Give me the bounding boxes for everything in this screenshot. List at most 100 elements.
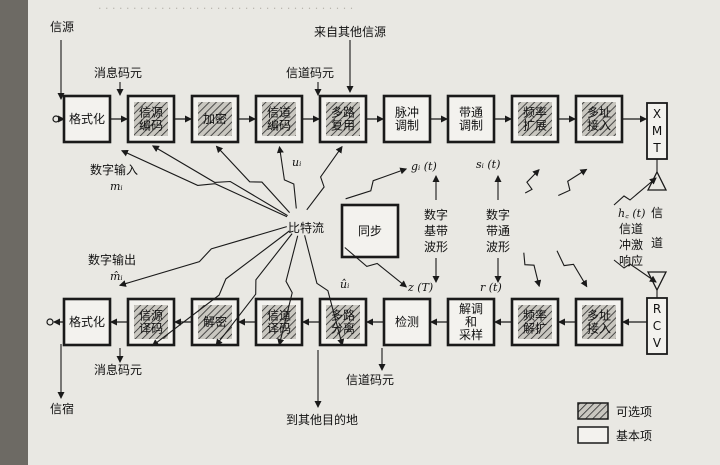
tx-block-multiplex-label: 多路: [331, 105, 355, 120]
rx-block-decrypt: 解密: [190, 297, 240, 347]
other-sources-label: 来自其他信源: [314, 25, 386, 39]
rx-block-channel-decode-label: 信道: [267, 309, 291, 323]
bitstream-arrow: [523, 252, 542, 288]
rx-block-format-label: 格式化: [69, 314, 105, 329]
si-label: sᵢ (t): [476, 158, 500, 171]
bandpass-text-line: 数字: [486, 207, 510, 222]
xmt-letters-line: X: [653, 107, 661, 121]
xmt-letters-line: M: [652, 124, 662, 138]
legend-basic-label: 基本项: [616, 429, 652, 443]
to-other-destinations-label: 到其他目的地: [286, 412, 358, 427]
rx-channel-symbols-label: 信道码元: [346, 373, 394, 387]
r-label: r (t): [480, 281, 502, 294]
rx-block-detect-label: 检测: [395, 314, 419, 329]
chresp-text-line: 信道: [619, 222, 643, 236]
rx-block-freq-despread-label: 频率: [523, 308, 547, 323]
bitstream-arrow: [345, 167, 408, 200]
bandpass-text-line: 带通: [486, 224, 510, 238]
rcv-letters-line: V: [653, 336, 662, 350]
rx-block-demodulate-sample-label: 和: [465, 315, 477, 329]
tx-block-bandpass-modulate-label: 带通: [459, 106, 483, 120]
bitstream-arrow: [215, 233, 293, 347]
tx-channel-symbols-label: 信道码元: [286, 66, 334, 80]
rx-block-detect: 检测: [382, 297, 432, 347]
block-diagram: · · · · · · · · · · · · · · · · · · · · …: [46, 2, 668, 444]
transmit-chain: 信源 消息码元 来自其他信源 信道码元 数字输入 mᵢ uᵢ gᵢ (t) sᵢ…: [50, 20, 668, 193]
digital-input-symbol: mᵢ: [110, 180, 123, 193]
bitstream-arrow: [215, 145, 291, 213]
receive-chain: 信宿 消息码元 到其他目的地 信道码元 数字输出 m̂ᵢ ûᵢ z (T) r …: [46, 252, 668, 427]
rx-block-source-decode-label: 信源: [139, 309, 163, 323]
rx-block-decrypt-label: 解密: [203, 314, 227, 329]
ui-label: uᵢ: [292, 156, 301, 169]
bitstream-arrow: [306, 145, 343, 211]
rx-block-demodulate-sample-label: 采样: [459, 327, 483, 342]
rcv-letters-line: R: [653, 302, 661, 316]
chresp-text-line: 响应: [619, 253, 643, 268]
bitstream-label: 比特流: [288, 220, 324, 235]
baseband-text-line: 数字: [424, 207, 448, 222]
channel-text-line: 信: [651, 206, 663, 220]
tx-block-source-encode-label: 编码: [139, 118, 163, 133]
sync-block: [340, 203, 400, 259]
bitstream-arrow: [276, 145, 297, 209]
bitstream-arrow: [120, 150, 288, 218]
rx-block-demultiplex-label: 分离: [331, 321, 355, 336]
bitstream-arrows: [118, 145, 588, 347]
tx-block-encrypt-label: 加密: [203, 111, 227, 126]
sink-label: 信宿: [50, 401, 74, 416]
tx-block-format: 格式化: [62, 94, 112, 144]
tx-message-symbols-label: 消息码元: [94, 65, 142, 80]
digital-input-label: 数字输入: [90, 162, 138, 177]
tx-block-multiplex-label: 复用: [331, 119, 355, 133]
tx-block-channel-encode-label: 信道: [267, 106, 291, 120]
bleed-through-text: · · · · · · · · · · · · · · · · · · · · …: [98, 2, 353, 15]
sync-label: 同步: [358, 224, 382, 238]
tx-block-encrypt: 加密: [190, 94, 240, 144]
bitstream-arrow: [524, 168, 540, 194]
z-label: z (T): [407, 281, 433, 294]
bitstream-arrow: [277, 235, 299, 346]
source-terminal: [52, 115, 60, 123]
xmt-letters-line: T: [652, 141, 661, 155]
rcv-letters-line: C: [653, 319, 661, 333]
source-label: 信源: [50, 20, 74, 34]
tx-block-channel-encode-label: 编码: [267, 118, 291, 133]
rx-block-format: 格式化: [62, 297, 112, 347]
digital-output-label: 数字输出: [88, 252, 136, 267]
sink-terminal: [46, 318, 54, 326]
legend-basic-swatch: [577, 426, 609, 444]
ui-hat-label: ûᵢ: [340, 278, 349, 291]
chresp-text-line: 冲激: [619, 237, 643, 252]
legend-optional-label: 可选项: [616, 405, 652, 419]
bitstream-arrow: [558, 168, 588, 197]
bitstream-arrow: [304, 235, 345, 347]
channel-response-symbol: h꜀ (t): [618, 207, 645, 220]
baseband-text-line: 波形: [424, 240, 448, 254]
rx-antenna-icon: [646, 271, 668, 292]
rx-block-freq-despread-label: 解扩: [523, 322, 547, 336]
xmt-label: XMT: [652, 107, 662, 155]
rx-block-demultiplex-label: 多路: [331, 308, 355, 323]
digital-output-symbol: m̂ᵢ: [110, 270, 123, 283]
bitstream-arrow: [151, 230, 290, 347]
tx-block-format-label: 格式化: [69, 111, 105, 126]
baseband-text-line: 基带: [424, 224, 448, 238]
channel-text-line: 道: [651, 236, 663, 250]
tx-block-multiple-access-label: 接入: [587, 118, 611, 133]
rx-block-multiple-access-label: 多址: [587, 309, 611, 323]
